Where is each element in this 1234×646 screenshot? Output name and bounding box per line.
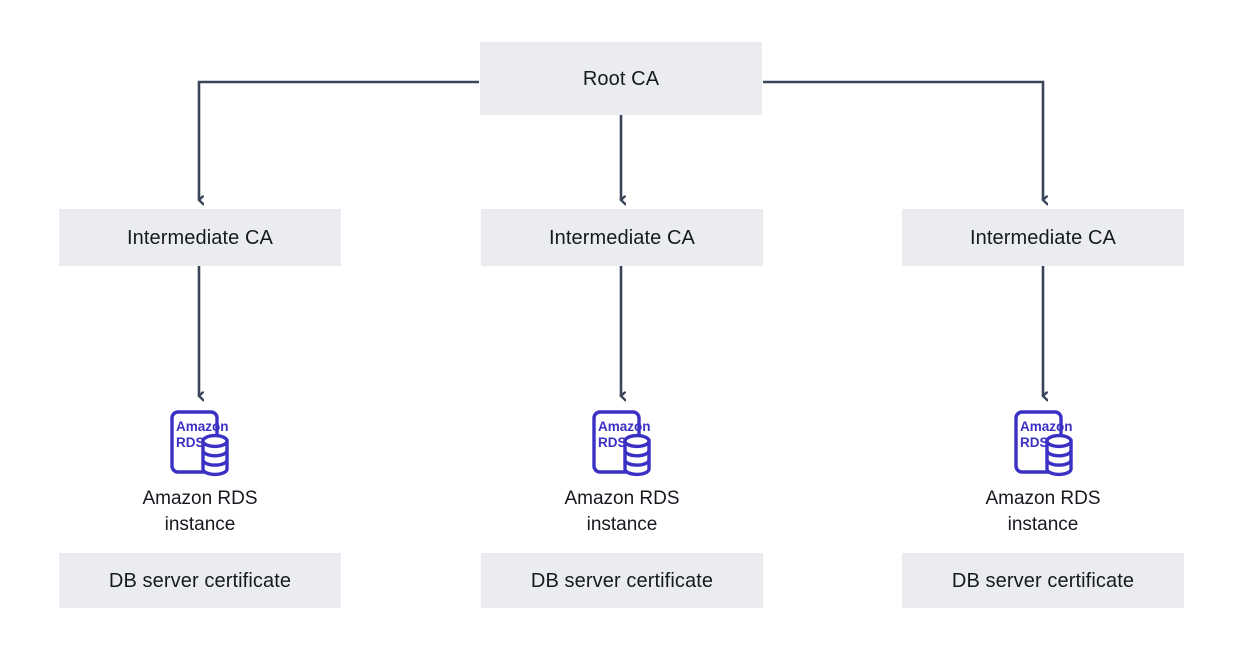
- node-root-ca-label: Root CA: [582, 67, 660, 90]
- node-intermediate-ca-1: Intermediate CA: [59, 209, 341, 266]
- svg-text:Amazon: Amazon: [598, 419, 651, 434]
- node-intermediate-ca-3: Intermediate CA: [902, 209, 1184, 266]
- node-db-server-certificate-3: DB server certificate: [902, 553, 1184, 608]
- node-intermediate-ca-1-label: Intermediate CA: [126, 226, 273, 249]
- node-intermediate-ca-2: Intermediate CA: [481, 209, 763, 266]
- svg-text:Amazon: Amazon: [1020, 419, 1073, 434]
- caption-rds-instance-3: Amazon RDS instance: [985, 488, 1101, 535]
- node-db-server-certificate-2: DB server certificate: [481, 553, 763, 608]
- node-root-ca: Root CA: [480, 42, 762, 115]
- node-db-server-certificate-1: DB server certificate: [59, 553, 341, 608]
- svg-text:RDS: RDS: [598, 435, 627, 450]
- connector-root-to-intermediate-left: [199, 80, 479, 200]
- svg-text:RDS: RDS: [176, 435, 205, 450]
- amazon-rds-icon: Amazon RDS: [170, 410, 229, 477]
- caption-rds-instance-2: Amazon RDS instance: [564, 488, 680, 535]
- svg-text:RDS: RDS: [1020, 435, 1049, 450]
- amazon-rds-icon: Amazon RDS: [1014, 410, 1073, 477]
- amazon-rds-icon: Amazon RDS: [592, 410, 651, 477]
- node-intermediate-ca-3-label: Intermediate CA: [969, 226, 1116, 249]
- connector-root-to-intermediate-right: [763, 80, 1043, 200]
- node-db-server-certificate-2-label: DB server certificate: [530, 569, 714, 592]
- caption-rds-instance-1: Amazon RDS instance: [142, 488, 258, 535]
- svg-text:Amazon: Amazon: [176, 419, 229, 434]
- node-db-server-certificate-3-label: DB server certificate: [951, 569, 1135, 592]
- node-db-server-certificate-1-label: DB server certificate: [108, 569, 292, 592]
- node-intermediate-ca-2-label: Intermediate CA: [548, 226, 695, 249]
